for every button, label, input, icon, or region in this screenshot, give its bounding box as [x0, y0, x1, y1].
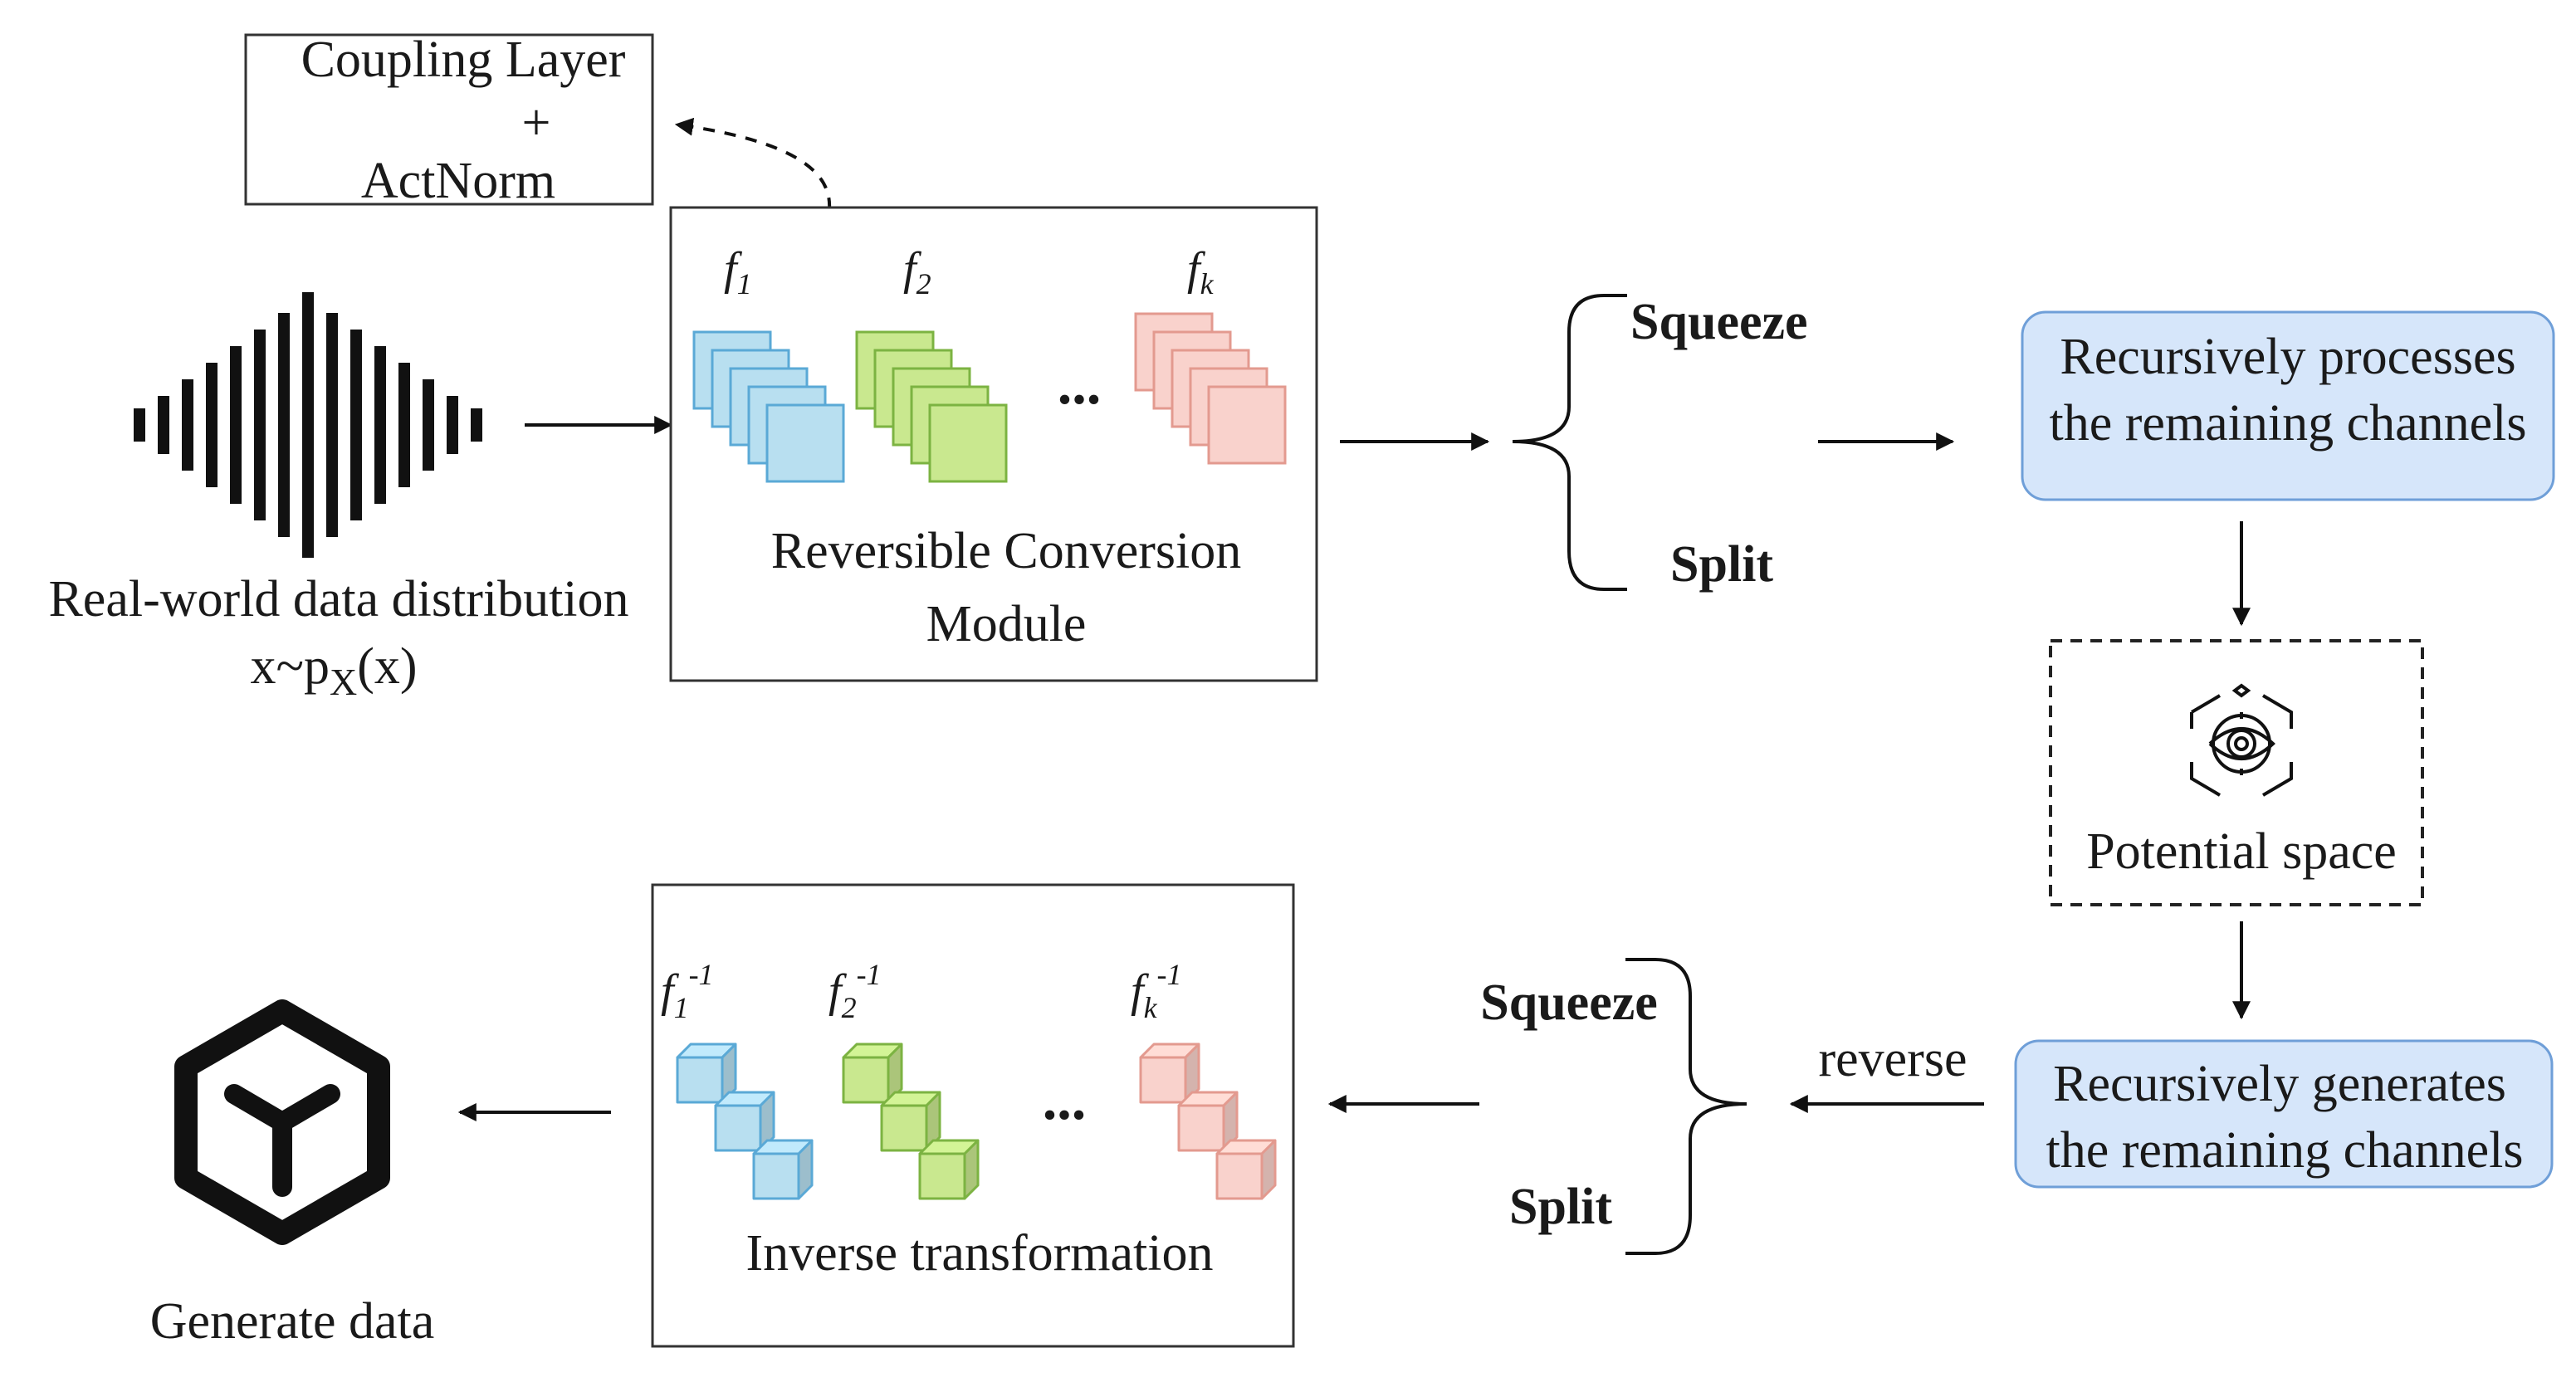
reverse-label: reverse [1819, 1031, 1967, 1087]
layer-square [765, 403, 845, 483]
process-line2: the remaining channels [2049, 395, 2526, 452]
input-formula: x~pX(x) [250, 638, 417, 703]
fk-layer-stack [1134, 312, 1287, 465]
plus-sign: + [522, 95, 551, 151]
layer-square [1207, 385, 1287, 465]
f2-inverse-label: f2-1 [829, 958, 882, 1024]
dashed-arrow-to-coupling [674, 117, 832, 286]
cube-face [918, 1152, 966, 1200]
forward-ellipsis: ... [1058, 353, 1102, 417]
input-caption: Real-world data distribution [48, 571, 628, 628]
actnorm-label: ActNorm [361, 153, 555, 209]
f1-inverse-cubes [676, 1043, 814, 1200]
reversible-conversion-module: f1 f2 fk ... Reversible Conversion Modul… [669, 206, 1318, 682]
inverse-caption: Inverse transformation [746, 1225, 1214, 1282]
reverse-split-label: Split [1509, 1179, 1612, 1235]
generate-line2: the remaining channels [2046, 1122, 2523, 1179]
latent-space-icon [2190, 683, 2293, 797]
f2-inverse-cubes [842, 1043, 980, 1200]
module-caption-line2: Module [926, 596, 1087, 652]
f1-layer-stack [692, 330, 845, 483]
forward-brace [1512, 294, 1627, 591]
cube-face [752, 1152, 800, 1200]
forward-split-label: Split [1670, 536, 1773, 593]
cube-face [1177, 1104, 1225, 1152]
layer-square [928, 403, 1008, 483]
cube-face [714, 1104, 762, 1152]
module-caption-line1: Reversible Conversion [771, 523, 1242, 579]
reverse-squeeze-label: Squeeze [1480, 974, 1658, 1031]
coupling-actnorm-box: Coupling Layer + ActNorm [244, 32, 654, 209]
generate-remaining-box: Recursively generates the remaining chan… [2014, 1039, 2554, 1189]
fk-inverse-cubes [1139, 1043, 1277, 1200]
cube-face [1215, 1152, 1264, 1200]
waveform-icon [134, 292, 482, 558]
process-line1: Recursively processes [2060, 329, 2515, 385]
inverse-ellipsis: ... [1043, 1068, 1087, 1132]
coupling-layer-label: Coupling Layer [301, 32, 626, 88]
cube-face [842, 1056, 890, 1104]
process-remaining-box: Recursively processes the remaining chan… [2021, 310, 2555, 501]
cube-face [880, 1104, 928, 1152]
generate-line1: Recursively generates [2053, 1056, 2506, 1112]
reverse-brace [1625, 958, 1747, 1255]
forward-squeeze-label: Squeeze [1630, 294, 1808, 350]
generated-data-icon [174, 999, 390, 1245]
output-caption: Generate data [150, 1293, 434, 1350]
potential-space-box: Potential space [2049, 639, 2424, 906]
inverse-transformation-module: f1-1 f2-1 fk-1 ... Inverse transformatio… [651, 883, 1295, 1348]
f2-layer-stack [855, 330, 1008, 483]
cube-face [1139, 1056, 1187, 1104]
potential-space-label: Potential space [2086, 823, 2397, 880]
cube-face [676, 1056, 724, 1104]
